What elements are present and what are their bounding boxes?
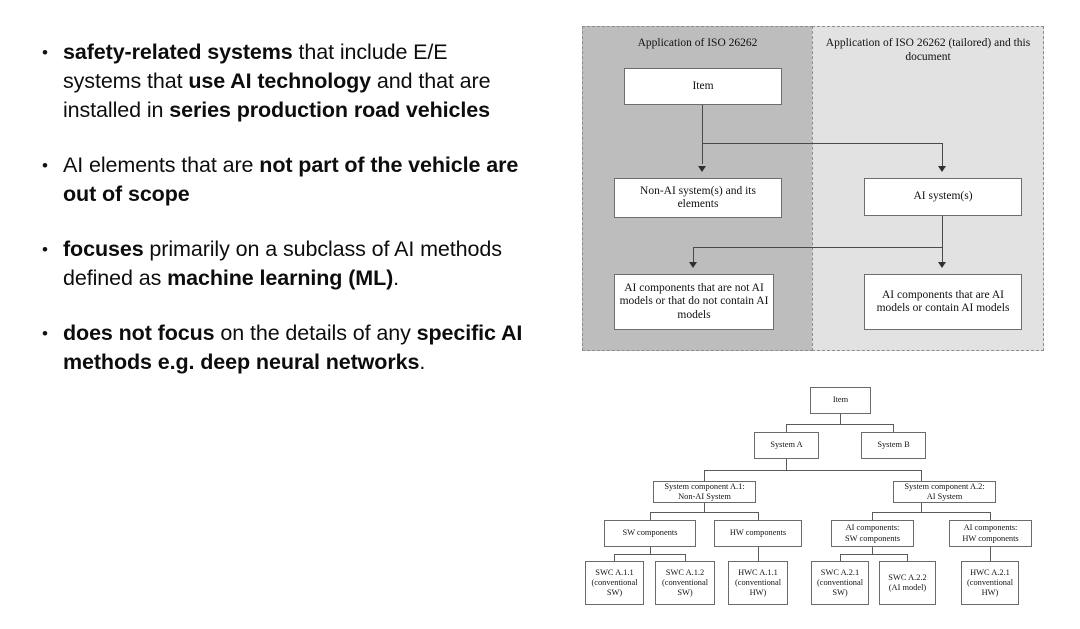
bullet-marker-icon: • [42,240,48,259]
system-hierarchy-tree: Item System A System B System component … [582,383,1044,611]
tree-connector-aisw-bus [840,554,908,555]
bullet-text: focuses primarily on a subclass of AI me… [63,235,530,293]
bullet-text: safety-related systems that include E/E … [63,38,530,125]
tree-box-system-component-a1: System component A.1: Non-AI System [653,481,756,503]
connector-item-down [702,105,704,164]
tree-connector-system-a-up [786,424,787,432]
tree-connector-a2-up [921,470,922,481]
tree-connector-sw-up [650,512,651,520]
connector-aisys-left-down [693,247,695,264]
bullet-emphasis: use AI technology [188,69,372,93]
tree-connector-swc-a11-up [614,554,615,561]
panel-iso26262-title: Application of ISO 26262 [637,37,758,49]
tree-connector-hwc-a11-up [758,547,759,561]
bullet-plain: on the details of any [214,321,417,345]
bullet-item: • does not focus on the details of any sp… [30,319,530,377]
tree-box-system-component-a2: System component A.2: AI System [893,481,996,503]
tree-connector-a1-down [704,503,705,513]
arrowhead-non-ai-system [698,166,706,172]
tree-box-ai-hw-components: AI components: HW components [949,520,1032,547]
tree-box-ai-sw-components: AI components: SW components [831,520,914,547]
tree-connector-system-a-down [786,459,787,471]
bullet-plain: that include E/E systems that [63,40,448,93]
tree-box-sw-components: SW components [604,520,696,547]
tree-box-swc-a22: SWC A.2.2 (AI model) [879,561,936,605]
scope-box-item: Item [624,68,782,105]
scope-box-ai-components-models: AI components that are AI models or cont… [864,274,1022,330]
tree-connector-swc-a21-up [840,554,841,561]
tree-box-hw-components: HW components [714,520,802,547]
tree-box-system-b: System B [861,432,926,459]
bullet-item: • safety-related systems that include E/E… [30,38,530,125]
bullet-plain: AI elements that are [63,153,260,177]
tree-box-item: Item [810,387,871,414]
tree-connector-l3-bus [704,470,922,471]
tree-connector-sw-bus [614,554,686,555]
bullet-text: AI elements that are not part of the veh… [63,151,530,209]
tree-connector-a1-bus [650,512,759,513]
tree-connector-item-down [840,414,841,425]
tree-connector-aihw-up [990,512,991,520]
tree-connector-a2-bus [872,512,991,513]
bullet-plain: and that are installed in [63,69,491,122]
scope-box-ai-system: AI system(s) [864,178,1022,216]
bullet-emphasis: specific AI methods e.g. deep neural net… [63,321,523,374]
bullet-list: • safety-related systems that include E/E… [30,38,530,403]
tree-connector-hw-up [758,512,759,520]
arrowhead-ai-components-left [689,262,697,268]
bullet-item: • focuses primarily on a subclass of AI m… [30,235,530,293]
bullet-marker-icon: • [42,43,48,62]
connector-aisys-left [693,247,943,249]
tree-connector-l2-bus [786,424,894,425]
tree-connector-sw-down [650,547,651,555]
tree-connector-a2-down [921,503,922,513]
bullet-emphasis: machine learning (ML) [167,266,394,290]
scope-box-ai-components-non-models: AI components that are not AI models or … [614,274,774,330]
bullet-text: does not focus on the details of any spe… [63,319,530,377]
panel-iso26262-tailored-title: Application of ISO 26262 (tailored) and … [825,37,1031,63]
tree-connector-system-b-up [893,424,894,432]
tree-box-hwc-a21: HWC A.2.1 (conventional HW) [961,561,1019,605]
tree-connector-swc-a12-up [685,554,686,561]
connector-aisys-down [942,216,944,264]
bullet-item: • AI elements that are not part of the ve… [30,151,530,209]
scope-diagram: Application of ISO 26262 Application of … [582,26,1044,351]
bullet-marker-icon: • [42,324,48,343]
scope-box-non-ai-system: Non-AI system(s) and its elements [614,178,782,218]
arrowhead-ai-system [938,166,946,172]
bullet-emphasis: safety-related systems [63,40,293,64]
bullet-emphasis: series production road vehicles [169,98,490,122]
tree-box-swc-a11: SWC A.1.1 (conventional SW) [585,561,644,605]
bullet-emphasis: focuses [63,237,144,261]
connector-to-ai-system [942,143,944,168]
tree-connector-swc-a22-up [907,554,908,561]
tree-connector-aisw-up [872,512,873,520]
bullet-plain: . [419,350,426,374]
tree-connector-a1-up [704,470,705,481]
tree-box-system-a: System A [754,432,819,459]
arrowhead-ai-components-right [938,262,946,268]
tree-box-swc-a21: SWC A.2.1 (conventional SW) [811,561,869,605]
tree-connector-aisw-down [872,547,873,555]
bullet-plain: . [393,266,400,290]
connector-item-right [702,143,943,145]
tree-connector-hwc-a21-up [990,547,991,561]
bullet-marker-icon: • [42,156,48,175]
bullet-plain: primarily on a subclass of AI methods de… [63,237,502,290]
tree-box-swc-a12: SWC A.1.2 (conventional SW) [655,561,715,605]
bullet-emphasis: does not focus [63,321,215,345]
bullet-emphasis: not part of the vehicle are out of scope [63,153,519,206]
tree-box-hwc-a11: HWC A.1.1 (conventional HW) [728,561,788,605]
